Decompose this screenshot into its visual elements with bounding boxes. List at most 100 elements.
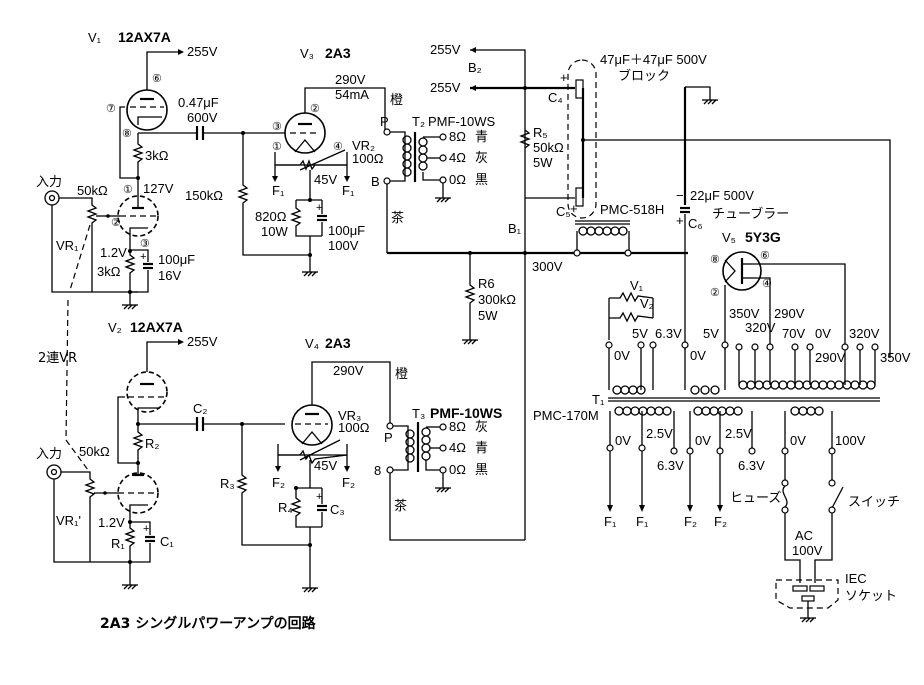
- filament-f1-left: F₁: [272, 183, 285, 198]
- iec-socket[interactable]: [775, 579, 839, 609]
- power-switch[interactable]: [831, 486, 844, 509]
- choke-coil: [578, 226, 628, 236]
- t1-label: T₁: [592, 392, 605, 407]
- ground-icon: [122, 584, 138, 590]
- v1-lower-triode: [117, 195, 159, 237]
- ot1-tap-0-color: 黒: [475, 173, 488, 188]
- ot2-secondary-coil: [421, 427, 431, 461]
- v3-pin3: ③: [272, 121, 282, 133]
- fil2-6v3: 6.3V: [738, 458, 765, 473]
- input-jack-ch2[interactable]: [46, 464, 62, 480]
- vr2-label: VR₂: [352, 138, 375, 153]
- vr1b-potentiometer[interactable]: [61, 471, 96, 562]
- r5-resistor: [519, 129, 531, 149]
- ot1-tap-0-ohm: 0Ω: [449, 172, 466, 187]
- filament-f2-right: F₂: [342, 475, 355, 490]
- r6-resistor: [464, 253, 476, 340]
- fil2-out-a: F₂: [684, 514, 697, 529]
- v2-label: V₂: [108, 320, 122, 335]
- ot1-tap-4-ohm: 4Ω: [449, 150, 466, 165]
- vr1b-value: 50kΩ: [79, 444, 110, 459]
- ot1-p-label: P: [380, 114, 389, 129]
- r5-value: 50kΩ: [533, 140, 564, 155]
- ot1-primary-coil: [402, 135, 412, 177]
- v1-upper-triode: [126, 89, 168, 131]
- input-label-ch2: 入力: [36, 447, 62, 462]
- cathode-cap-voltage: 16V: [158, 268, 181, 283]
- ot2-b-label: 8: [374, 463, 381, 478]
- c3-label: C₃: [330, 502, 345, 517]
- ground-icon: [122, 304, 138, 310]
- block-capacitor: [567, 59, 597, 219]
- fil1-coil: [614, 406, 672, 416]
- vr2-potentiometer[interactable]: [275, 159, 347, 171]
- ot1-tap-0[interactable]: [439, 176, 447, 184]
- ot1-tap-4[interactable]: [439, 154, 447, 162]
- sec1-6v3: 6.3V: [655, 326, 682, 341]
- ground-icon: [702, 99, 718, 105]
- vr2-value: 100Ω: [352, 151, 384, 166]
- input-label-ch1: 入力: [36, 175, 62, 190]
- c6-label: C₆: [688, 216, 703, 231]
- v1-label: V₁: [88, 30, 102, 45]
- v5-pin6: ⑥: [760, 250, 770, 262]
- ot1-tap-8-color: 青: [475, 130, 488, 145]
- v1-section: V₁ 12AX7A 255V ⑥ ⑦ ⑧ 0.47μF 600V 3kΩ 127…: [36, 29, 285, 310]
- c5-plus: +: [570, 201, 578, 216]
- v1-pin1: ①: [123, 184, 133, 196]
- v3-plate-voltage: 290V: [335, 72, 366, 87]
- socket-label: ソケット: [845, 589, 897, 604]
- c1-plus: +: [143, 523, 149, 535]
- bias-res-value: 820Ω: [255, 209, 287, 224]
- ground-icon: [435, 197, 451, 203]
- ot2-tap-4-ohm: 4Ω: [449, 440, 466, 455]
- sec2-0v: 0V: [690, 348, 706, 363]
- ground-icon: [435, 487, 451, 493]
- vr3-potentiometer[interactable]: [278, 449, 348, 465]
- b2-output-2: 255V: [430, 80, 461, 95]
- r3-label: R₃: [220, 476, 235, 491]
- input-jack-ch1[interactable]: [44, 190, 60, 206]
- r1-label: R₁: [111, 536, 125, 551]
- ot2-tap-0[interactable]: [439, 466, 447, 474]
- r6-value: 300kΩ: [478, 292, 516, 307]
- v2-supply-voltage: 255V: [187, 334, 218, 349]
- v5-label: V₅: [722, 230, 736, 245]
- ot1-tap-8-ohm: 8Ω: [449, 129, 466, 144]
- ot2-tap-4[interactable]: [439, 444, 447, 452]
- vr1-potentiometer[interactable]: [59, 197, 98, 292]
- vr3-value: 100Ω: [338, 420, 370, 435]
- heater-v2-label: V₂: [640, 296, 654, 311]
- c6-minus: −: [676, 188, 684, 203]
- bias-cap-voltage: 100V: [328, 238, 359, 253]
- r2-label: R₂: [145, 436, 159, 451]
- ot2-primary-coil: [405, 429, 415, 463]
- bias-cap-plus: +: [316, 202, 322, 214]
- primary-coil: [790, 406, 824, 416]
- ot2-label: T₃: [412, 406, 425, 421]
- bias-voltage-ch1: 45V: [314, 172, 337, 187]
- v2-lower-triode: [117, 472, 159, 514]
- power-transformer: V₁ V₂ 0V 5V 6.3V 0V 5V 350V 320V 290V 70…: [533, 278, 911, 623]
- hv-tap-350v: 350V: [729, 306, 760, 321]
- fil1-out-a: F₁: [604, 514, 617, 529]
- fil1-0v: 0V: [615, 433, 631, 448]
- v3-pin4: ④: [333, 141, 343, 153]
- b2-output-1: 255V: [430, 42, 461, 57]
- block-cap-note: ブロック: [618, 68, 670, 84]
- vr3-label: VR₃: [338, 408, 361, 423]
- cathode-cap-plus: +: [140, 251, 146, 263]
- c4-label: C₄: [548, 90, 563, 105]
- filament-f2-left: F₂: [272, 475, 285, 490]
- cathode-res-ch1: 3kΩ: [97, 264, 121, 279]
- ot2-model: PMF-10WS: [430, 405, 502, 421]
- ot2-tap-8[interactable]: [439, 423, 447, 431]
- v5-pin4: ④: [762, 278, 772, 290]
- v3-type: 2A3: [325, 45, 351, 61]
- sec2-coil: [690, 385, 720, 395]
- sec1-coil: [612, 385, 646, 395]
- choke-model: PMC-518H: [600, 202, 664, 217]
- v2-section: V₂ 12AX7A 2連VR 255V C₂ R₂ 入力 50kΩ VR₁': [36, 299, 285, 590]
- ot1-tap-8[interactable]: [439, 133, 447, 141]
- primary-100v: 100V: [835, 433, 866, 448]
